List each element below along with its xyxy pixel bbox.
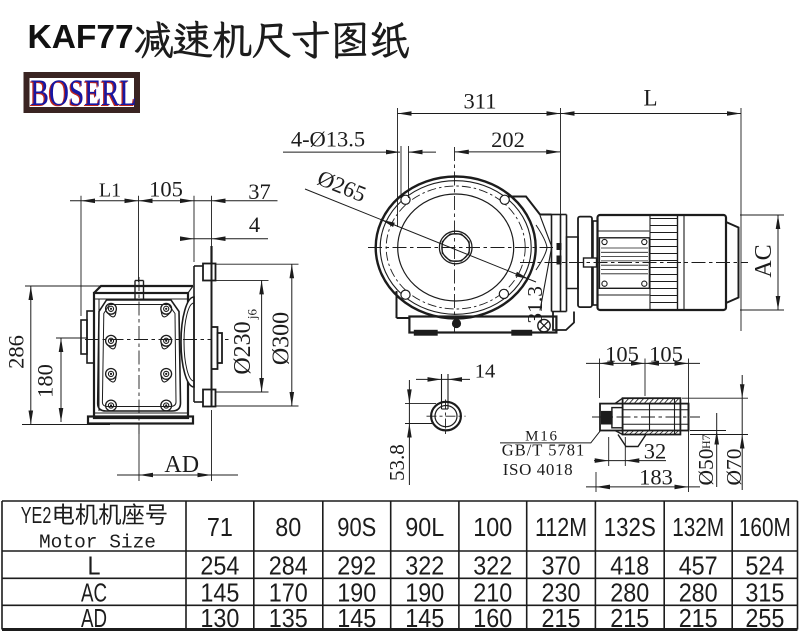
svg-text:418: 418 <box>610 551 649 581</box>
svg-text:311: 311 <box>464 89 497 114</box>
svg-text:37: 37 <box>248 179 271 204</box>
svg-text:215: 215 <box>679 603 718 633</box>
svg-text:145: 145 <box>337 603 376 633</box>
svg-text:105: 105 <box>649 342 683 367</box>
svg-text:Ø230: Ø230 <box>230 321 256 374</box>
svg-text:YE2: YE2 <box>21 502 52 528</box>
svg-text:255: 255 <box>745 603 784 633</box>
svg-text:292: 292 <box>337 551 376 581</box>
svg-text:4-Ø13.5: 4-Ø13.5 <box>291 127 365 152</box>
svg-text:BOSERL: BOSERL <box>29 74 135 115</box>
svg-text:170: 170 <box>269 577 308 607</box>
svg-text:286: 286 <box>4 335 29 369</box>
svg-text:105: 105 <box>149 177 183 202</box>
svg-text:14: 14 <box>475 361 496 383</box>
svg-text:M16: M16 <box>525 428 559 444</box>
svg-text:31.3: 31.3 <box>523 286 547 324</box>
svg-text:132S: 132S <box>604 512 656 542</box>
svg-text:AD: AD <box>164 452 199 478</box>
svg-text:457: 457 <box>679 551 718 581</box>
svg-text:AC: AC <box>81 577 107 607</box>
svg-text:80: 80 <box>275 512 301 542</box>
svg-text:105: 105 <box>605 342 639 367</box>
svg-text:284: 284 <box>269 551 308 581</box>
svg-text:Ø70: Ø70 <box>722 448 746 485</box>
svg-text:180: 180 <box>33 364 58 398</box>
svg-text:GB/T 5781: GB/T 5781 <box>502 441 585 460</box>
svg-text:160M: 160M <box>739 512 791 542</box>
svg-text:32: 32 <box>644 439 667 464</box>
svg-text:322: 322 <box>405 551 444 581</box>
svg-text:254: 254 <box>200 551 239 581</box>
svg-text:Ø50: Ø50 <box>694 448 718 485</box>
svg-text:190: 190 <box>405 577 444 607</box>
svg-text:230: 230 <box>542 577 581 607</box>
svg-text:BOSERL: BOSERL <box>31 73 137 114</box>
svg-text:71: 71 <box>207 512 233 542</box>
svg-text:130: 130 <box>200 603 239 633</box>
svg-text:524: 524 <box>745 551 784 581</box>
svg-text:ISO 4018: ISO 4018 <box>503 460 573 479</box>
svg-text:90S: 90S <box>337 512 376 542</box>
svg-text:100: 100 <box>473 512 512 542</box>
svg-text:132M: 132M <box>672 512 724 542</box>
svg-text:AD: AD <box>81 603 107 633</box>
svg-text:90L: 90L <box>405 512 444 542</box>
svg-text:Ø300: Ø300 <box>269 312 295 365</box>
svg-text:53.8: 53.8 <box>385 444 409 481</box>
svg-text:183: 183 <box>639 465 673 490</box>
svg-text:322: 322 <box>473 551 512 581</box>
svg-text:370: 370 <box>542 551 581 581</box>
svg-text:145: 145 <box>405 603 444 633</box>
svg-text:L1: L1 <box>99 180 121 202</box>
svg-text:L: L <box>88 551 101 581</box>
svg-text:KAF77: KAF77 <box>28 19 134 56</box>
svg-text:160: 160 <box>473 603 512 633</box>
svg-text:280: 280 <box>610 577 649 607</box>
svg-text:315: 315 <box>745 577 784 607</box>
svg-text:280: 280 <box>679 577 718 607</box>
svg-text:190: 190 <box>337 577 376 607</box>
svg-text:202: 202 <box>491 127 525 152</box>
svg-text:215: 215 <box>610 603 649 633</box>
svg-text:j6: j6 <box>245 308 260 320</box>
svg-text:L: L <box>643 86 657 111</box>
svg-text:145: 145 <box>200 577 239 607</box>
svg-text:210: 210 <box>473 577 512 607</box>
svg-text:H7: H7 <box>699 434 713 449</box>
svg-text:AC: AC <box>751 244 777 277</box>
svg-text:215: 215 <box>542 603 581 633</box>
svg-text:112M: 112M <box>535 512 587 542</box>
svg-text:4: 4 <box>249 212 260 237</box>
svg-text:Motor Size: Motor Size <box>39 532 156 554</box>
svg-text:135: 135 <box>269 603 308 633</box>
